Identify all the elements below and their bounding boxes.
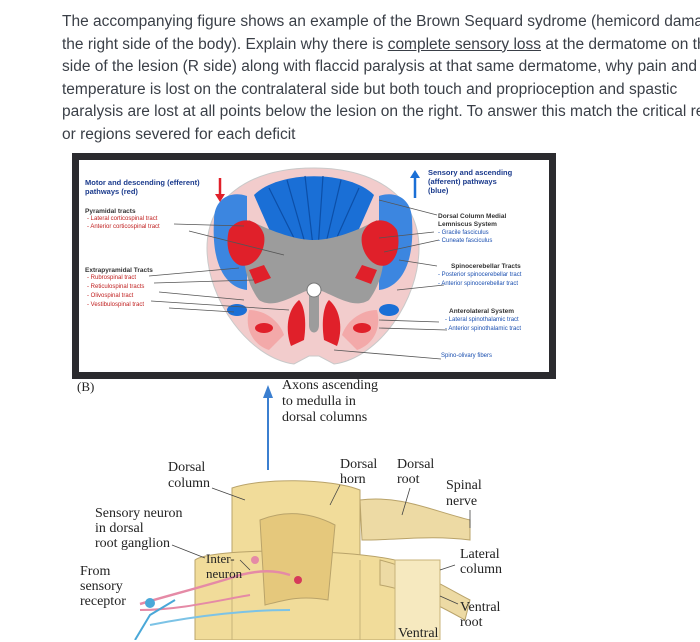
extrapyramidal-tracts-label: Extrapyramidal Tracts — [85, 267, 153, 274]
spinal-cord-figure: Motor and descending (efferent) pathways… — [72, 153, 556, 379]
pyramidal-tracts-label: Pyramidal tracts — [85, 208, 136, 215]
cord-segment-illustration — [134, 385, 471, 640]
dorsal-horn-label-1: Dorsal — [340, 457, 378, 472]
lateral-column-label-2: column — [460, 562, 502, 577]
gracile-label: - Gracile fasciculus — [438, 230, 489, 236]
dorsal-column-label: Dorsal Column Medial — [438, 213, 507, 220]
figure-panel: Motor and descending (efferent) pathways… — [79, 160, 549, 372]
anterolateral-label: Anterolateral System — [449, 308, 515, 315]
ventral-root-label-2: root — [460, 615, 483, 630]
olivospinal-label: - Olivospinal tract — [87, 293, 134, 299]
lateral-column-label-1: Lateral — [460, 547, 500, 562]
cord-cross-section — [148, 167, 448, 365]
lateral-spinothalamic-label: - Lateral spinothalamic tract — [445, 317, 519, 323]
from-receptor-label-1: From — [80, 564, 111, 579]
dorsal-horn-label-2: horn — [340, 472, 366, 487]
sensory-pathways-subtitle-2: (blue) — [428, 186, 449, 195]
question-text: The accompanying figure shows an example… — [62, 11, 700, 147]
question-line-1: The accompanying figure shows an example… — [62, 13, 700, 30]
sensory-neuron-label-1: Sensory neuron — [95, 506, 183, 521]
lateral-corticospinal-label: - Lateral corticospinal tract — [87, 216, 158, 222]
dorsal-root-label-2: root — [397, 472, 420, 487]
vestibulospinal-label: - Vestibulospinal tract — [87, 302, 145, 308]
sensory-pathways-title: Sensory and ascending — [428, 168, 513, 177]
dorsal-root-label-1: Dorsal — [397, 457, 435, 472]
question-line-6: or regions severed for each deficit — [62, 125, 296, 143]
axons-ascending-label-2: to medulla in — [282, 394, 356, 409]
dorsal-column-label-b2: column — [168, 476, 210, 491]
anterior-corticospinal-label: - Anterior corticospinal tract — [87, 224, 160, 230]
axons-ascending-label-3: dorsal columns — [282, 410, 368, 425]
question-line-4: temperature is lost on the contralateral… — [62, 80, 678, 98]
spino-olivary-label: Spino-olivary fibers — [441, 353, 493, 359]
reticulospinal-label: - Reticulospinal tracts — [87, 284, 145, 290]
lemniscus-label: Lemniscus System — [438, 221, 497, 228]
motor-pathways-title: Motor and descending (efferent) — [85, 178, 200, 187]
anterior-spinothalamic-label: - Anterior spinothalamic tract — [445, 326, 522, 332]
motor-pathways-subtitle: pathways (red) — [85, 187, 138, 196]
interneuron-label-1: Inter- — [206, 551, 235, 566]
from-receptor-label-3: receptor — [80, 594, 126, 609]
posterior-spinocerebellar-label: - Posterior spinocerebellar tract — [438, 272, 522, 278]
dorsal-column-label-b1: Dorsal — [168, 460, 206, 475]
from-receptor-label-2: sensory — [80, 579, 123, 594]
spinal-nerve-label-2: nerve — [446, 494, 478, 509]
sensory-neuron-label-2: in dorsal — [95, 521, 144, 536]
rubrospinal-label: - Rubrospinal tract — [87, 275, 137, 281]
interneuron-label-2: neuron — [206, 566, 243, 581]
cuneate-label: - Cuneate fasciculus — [438, 238, 493, 244]
sensory-neuron-label-3: root ganglion — [95, 536, 171, 551]
underlined-phrase: complete sensory loss — [387, 35, 542, 53]
question-line-2: the right side of the body). Explain why… — [62, 35, 700, 53]
ventral-bottom-label: Ventral — [398, 626, 439, 641]
question-line-5: paralysis are lost at all points below t… — [62, 103, 700, 121]
spinal-nerve-label-1: Spinal — [446, 478, 482, 493]
anterior-spinocerebellar-label: - Anterior spinocerebellar tract — [438, 281, 519, 287]
axons-ascending-label-1: Axons ascending — [282, 378, 379, 393]
spinocerebellar-label: Spinocerebellar Tracts — [451, 263, 521, 270]
question-line-3: side of the lesion (R side) along with f… — [62, 58, 697, 76]
sensory-pathways-subtitle-1: (afferent) pathways — [428, 177, 497, 186]
ventral-root-label-1: Ventral — [460, 600, 501, 615]
figure-b-tag: (B) — [77, 379, 95, 394]
